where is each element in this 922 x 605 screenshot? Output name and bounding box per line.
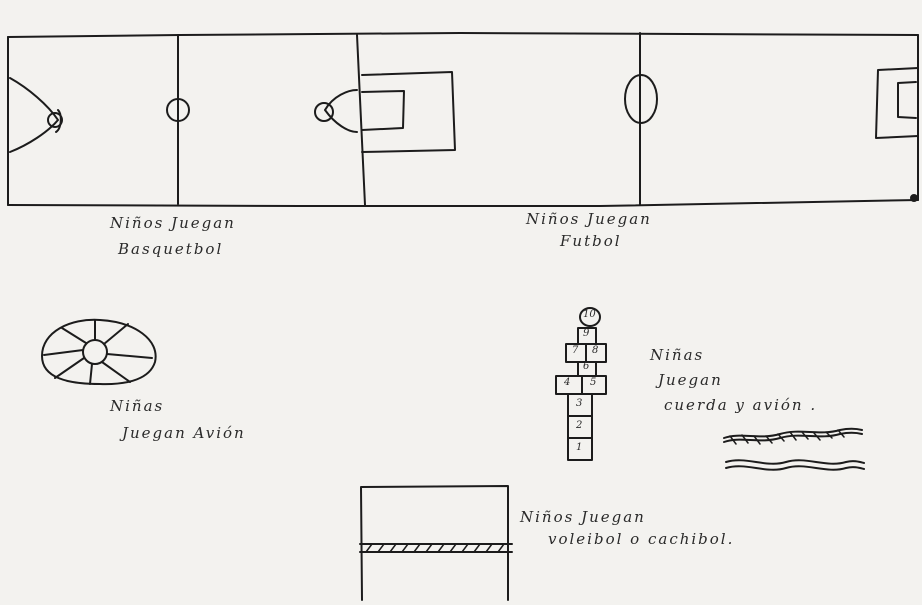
rope-2-top [726, 460, 864, 463]
sports-court [8, 33, 918, 206]
basketball-right-hoop [315, 103, 333, 121]
hopscotch-num-6: 6 [583, 361, 589, 372]
hopscotch-num-9: 9 [583, 328, 589, 339]
hopscotch-num-4: 4 [564, 377, 570, 388]
soccer-left-penalty-box [362, 72, 455, 152]
volleyball-net-mesh [366, 544, 504, 552]
label-basketball-line2: Basquetbol [118, 240, 223, 258]
volleyball-court [360, 486, 512, 600]
hopscotch-num-3: 3 [576, 398, 582, 409]
basketball-right-key [325, 90, 357, 132]
label-soccer-line2: Futbol [560, 232, 622, 250]
avion-ring-drawing [42, 320, 156, 384]
label-soccer-line1: Niños Juegan [526, 210, 652, 228]
label-volley-line1: Niños Juegan [520, 508, 646, 526]
label-rope-line1: Niñas [650, 346, 704, 364]
label-avion-line1: Niñas [110, 397, 164, 415]
label-basketball-line1: Niños Juegan [110, 214, 236, 232]
hopscotch-num-2: 2 [576, 420, 582, 431]
court-corner-dot [911, 195, 917, 201]
jump-ropes [724, 429, 864, 470]
soccer-left-goal-box [362, 91, 404, 130]
label-rope-line2: Juegan [658, 371, 723, 389]
hopscotch-num-5: 5 [590, 377, 596, 388]
court-divider-line [357, 35, 365, 205]
hopscotch-num-10: 10 [583, 309, 596, 320]
soccer-right-goal-box [898, 82, 916, 118]
hopscotch-num-8: 8 [592, 345, 598, 356]
hopscotch-num-1: 1 [576, 442, 582, 453]
court-top-line [8, 33, 918, 37]
label-volley-line2: voleibol o cachibol. [548, 530, 734, 548]
rope-2-bottom [726, 466, 864, 469]
label-rope-line3: cuerda y avión . [664, 396, 817, 414]
court-bottom-line [8, 200, 918, 206]
label-avion-line2: Juegan Avión [122, 424, 246, 442]
hopscotch-num-7: 7 [572, 345, 578, 356]
